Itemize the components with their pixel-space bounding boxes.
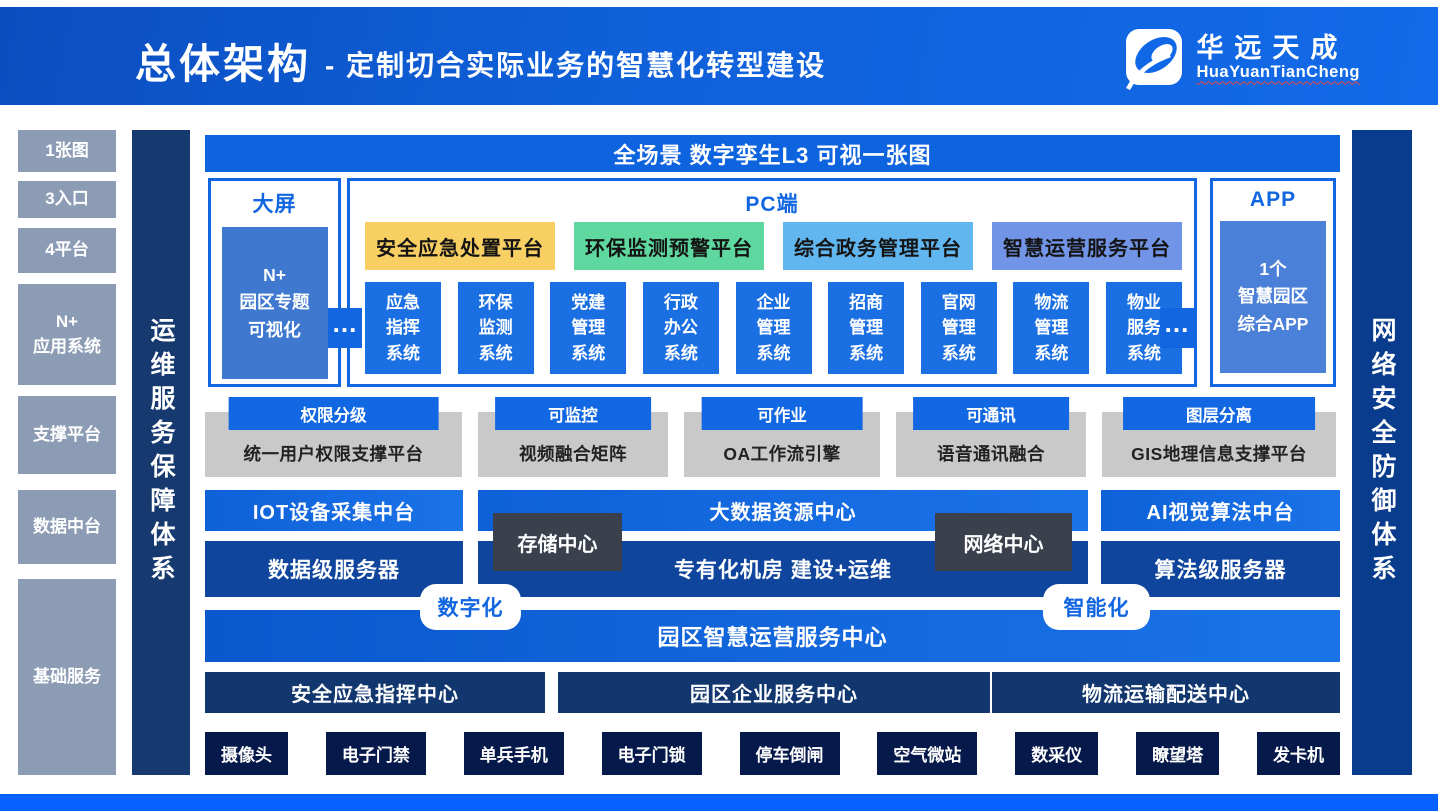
digital-twin-banner: 全场景 数字孪生L3 可视一张图 bbox=[205, 135, 1340, 172]
logo-text: 华远天成 HuaYuanTianCheng bbox=[1196, 32, 1360, 83]
main-diagram: 全场景 数字孪生L3 可视一张图 大屏 N+ 园区专题 可视化 PC端 安全应急… bbox=[205, 130, 1340, 775]
support-gis: 图层分离 GIS地理信息支撑平台 bbox=[1102, 397, 1336, 477]
logistics-delivery-center: 物流运输配送中心 bbox=[992, 672, 1340, 713]
pc-section: PC端 安全应急处置平台 环保监测预警平台 综合政务管理平台 智慧运营服务平台 … bbox=[347, 178, 1197, 387]
device-door-lock: 电子门锁 bbox=[601, 732, 702, 775]
data-server: 数据级服务器 bbox=[205, 541, 463, 597]
app-item: 1个 智慧园区 综合APP bbox=[1220, 221, 1326, 373]
support-monitorable: 可监控 视频融合矩阵 bbox=[478, 397, 668, 477]
support-permission: 权限分级 统一用户权限支撑平台 bbox=[205, 397, 462, 477]
header-bar: 总体架构 - 定制切合实际业务的智慧化转型建设 华远天成 HuaYuanTian… bbox=[0, 7, 1438, 105]
network-security-rail: 网络安全防御体系 bbox=[1352, 130, 1412, 775]
platform-smart-operation: 智慧运营服务平台 bbox=[992, 222, 1182, 270]
platform-env-monitoring: 环保监测预警平台 bbox=[574, 222, 764, 270]
support-communication: 可通讯 语音通讯融合 bbox=[896, 397, 1086, 477]
pc-title: PC端 bbox=[745, 193, 799, 216]
sidebar-item-data-middleoffice: 数据中台 bbox=[18, 490, 116, 564]
sidebar-item-four-platforms: 4平台 bbox=[18, 228, 116, 273]
system-property-service: 物业 服务 系统 bbox=[1106, 282, 1182, 374]
iot-middleoffice: IOT设备采集中台 bbox=[205, 490, 463, 531]
support-tag: 图层分离 bbox=[1123, 397, 1315, 430]
sidebar-item-three-entries: 3入口 bbox=[18, 181, 116, 218]
logo-text-en: HuaYuanTianCheng bbox=[1196, 63, 1360, 82]
company-logo: 华远天成 HuaYuanTianCheng bbox=[1125, 29, 1360, 91]
system-website-mgmt: 官网 管理 系统 bbox=[920, 282, 997, 374]
smart-operation-center-bar: 园区智慧运营服务中心 bbox=[205, 610, 1340, 662]
system-emergency-command: 应急 指挥 系统 bbox=[365, 282, 441, 374]
ops-guarantee-rail: 运维服务保障体系 bbox=[132, 130, 190, 775]
logo-text-cn: 华远天成 bbox=[1196, 32, 1349, 63]
sidebar-item-support-platform: 支撑平台 bbox=[18, 396, 116, 474]
system-party-building: 党建 管理 系统 bbox=[550, 282, 627, 374]
system-env-monitoring: 环保 监测 系统 bbox=[457, 282, 534, 374]
device-parking-barrier: 停车倒闸 bbox=[739, 732, 840, 775]
pc-platforms-row: 安全应急处置平台 环保监测预警平台 综合政务管理平台 智慧运营服务平台 bbox=[365, 222, 1182, 270]
device-air-station: 空气微站 bbox=[877, 732, 978, 775]
pc-systems-row: 应急 指挥 系统 环保 监测 系统 党建 管理 系统 行政 办公 系统 企业 管… bbox=[365, 282, 1182, 374]
bigscreen-title: 大屏 bbox=[252, 193, 297, 216]
support-workflow: 可作业 OA工作流引擎 bbox=[684, 397, 880, 477]
enterprise-service-center: 园区企业服务中心 bbox=[558, 672, 990, 713]
intelligence-bubble: 智能化 bbox=[1043, 584, 1150, 630]
logo-leaf-icon bbox=[1126, 29, 1183, 91]
system-admin-office: 行政 办公 系统 bbox=[642, 282, 719, 374]
bigscreen-item: N+ 园区专题 可视化 bbox=[221, 227, 328, 379]
left-sidebar: 1张图 3入口 4平台 N+ 应用系统 支撑平台 数据中台 基础服务 bbox=[18, 130, 116, 775]
page-subtitle: - 定制切合实际业务的智慧化转型建设 bbox=[325, 50, 827, 81]
digitalization-bubble: 数字化 bbox=[420, 584, 521, 630]
support-tag: 权限分级 bbox=[228, 397, 439, 430]
device-card-dispenser: 发卡机 bbox=[1257, 732, 1340, 775]
platform-safety-emergency: 安全应急处置平台 bbox=[365, 222, 555, 270]
device-data-collector: 数采仪 bbox=[1015, 732, 1099, 775]
network-security-label: 网络安全防御体系 bbox=[1368, 316, 1396, 589]
footer-strip bbox=[0, 794, 1438, 811]
sidebar-item-one-map: 1张图 bbox=[18, 130, 116, 172]
system-enterprise-mgmt: 企业 管理 系统 bbox=[735, 282, 812, 374]
ellipsis-connector-right: ... bbox=[1160, 308, 1194, 348]
emergency-command-center: 安全应急指挥中心 bbox=[205, 672, 545, 713]
storage-center-overlay: 存储中心 bbox=[493, 513, 622, 571]
device-access-control: 电子门禁 bbox=[325, 732, 426, 775]
page-title: 总体架构 bbox=[135, 41, 311, 87]
device-watchtower: 瞭望塔 bbox=[1136, 732, 1220, 775]
device-handheld-phone: 单兵手机 bbox=[463, 732, 564, 775]
support-tag: 可作业 bbox=[701, 397, 863, 430]
app-section: APP 1个 智慧园区 综合APP bbox=[1210, 178, 1336, 387]
app-title: APP bbox=[1249, 188, 1297, 211]
ellipsis-connector-left: ... bbox=[328, 308, 362, 348]
platform-gov-management: 综合政务管理平台 bbox=[783, 222, 973, 270]
bigscreen-section: 大屏 N+ 园区专题 可视化 bbox=[208, 178, 341, 387]
system-investment-mgmt: 招商 管理 系统 bbox=[828, 282, 905, 374]
sidebar-item-basic-services: 基础服务 bbox=[18, 579, 116, 775]
ops-guarantee-label: 运维服务保障体系 bbox=[147, 316, 175, 589]
devices-row: 摄像头 电子门禁 单兵手机 电子门锁 停车倒闸 空气微站 数采仪 瞭望塔 发卡机 bbox=[205, 732, 1340, 775]
support-platforms-row: 权限分级 统一用户权限支撑平台 可监控 视频融合矩阵 可作业 OA工作流引擎 可… bbox=[205, 397, 1340, 477]
support-tag: 可通讯 bbox=[913, 397, 1069, 430]
system-logistics-mgmt: 物流 管理 系统 bbox=[1013, 282, 1090, 374]
device-camera: 摄像头 bbox=[205, 732, 288, 775]
network-center-overlay: 网络中心 bbox=[935, 513, 1072, 571]
ai-vision-middleoffice: AI视觉算法中台 bbox=[1101, 490, 1340, 531]
support-tag: 可监控 bbox=[495, 397, 651, 430]
sidebar-item-n-app-systems: N+ 应用系统 bbox=[18, 284, 116, 385]
